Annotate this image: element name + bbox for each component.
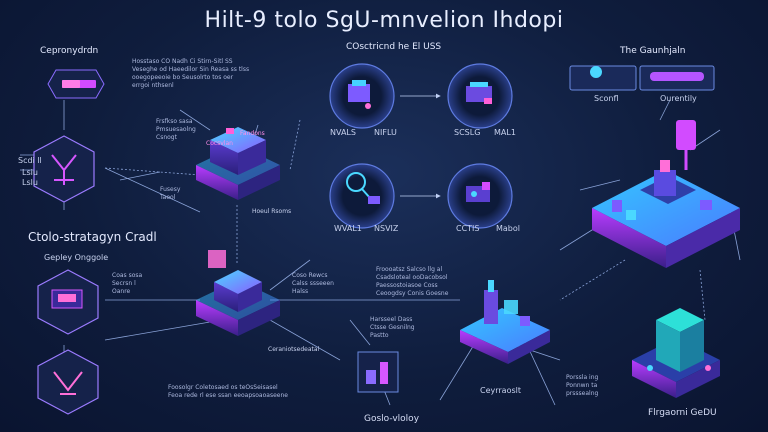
right-top-right-label: Ourentily <box>660 94 697 103</box>
center-bottom-mini-node <box>357 351 399 393</box>
ring1-right-label: NIFLU <box>374 128 397 137</box>
arrows <box>400 93 441 199</box>
ring1-left-label: NVALS <box>330 128 356 137</box>
section-left-mid: Ctolo-stratagyn Cradl <box>28 230 157 244</box>
left-mid-cube <box>196 250 280 336</box>
left-top-hex-node <box>33 135 95 203</box>
center-bottom-platform <box>460 280 550 364</box>
left-mid-cube-note: Coso Rewcs Calss ssseeen Halss <box>292 272 334 295</box>
ring2-right-label: MAL1 <box>494 128 516 137</box>
left-top-bar-node <box>47 69 105 99</box>
left-top-note: Hosstaso CO Nadh Ci Stirn-Sitl SS Vesegh… <box>132 58 250 89</box>
ring3-left-label: WVAL1 <box>334 224 362 233</box>
side-label-2: Lsiu <box>22 168 38 177</box>
right-isometric-platform <box>592 120 740 268</box>
center-ring-node-3 <box>329 163 395 229</box>
side-label-3: Lslu <box>22 178 38 187</box>
page-title: Hilt-9 tolo SgU-mnvelion Ihdopi <box>204 8 564 33</box>
left-top-cube <box>196 127 280 200</box>
center-bottom-note-2: Harsseel Dass Ctsse Gesnilng Pastto <box>370 316 415 339</box>
cube-note: Frsfkso sasa Pmsuesaolng Csnogt <box>156 118 196 141</box>
cube-bottom-label: Fusesy Taeol <box>160 186 181 201</box>
ring2-left-label: SCSLG <box>454 128 481 137</box>
right-top-panel <box>569 65 715 91</box>
cube-tag: Cocsvlan <box>206 140 233 147</box>
left-mid-hex-node-2 <box>37 349 99 415</box>
center-ring-node-1 <box>329 63 395 129</box>
section-left-mid-sub: Gepley Onggole <box>44 253 109 262</box>
right-top-left-label: Sconfl <box>594 94 619 103</box>
cube-side-label: Hoeul Rsoms <box>252 208 292 215</box>
center-ring-node-2 <box>447 63 513 129</box>
left-mid-cube-bottom: Ceraniotsedeatal <box>268 346 320 353</box>
center-bottom-label: Ceyrraoslt <box>480 386 522 395</box>
right-bottom-server <box>632 308 720 398</box>
center-bottom-right-note: Porssla ing Ponnwn ta prsssealng <box>566 374 599 397</box>
ring4-right-label: Mabol <box>496 224 520 233</box>
section-center-top: COsctricnd he El USS <box>346 42 442 52</box>
side-label-1: Scdi ll <box>18 156 42 165</box>
right-bottom-label: Flrgaorni GeDU <box>648 408 717 418</box>
left-mid-hex-note: Coas sosa Secrsn l Oanre <box>112 272 143 295</box>
section-right-top: The Gaunhjaln <box>620 46 686 56</box>
section-left-top: Cepronydrdn <box>40 46 99 56</box>
left-mid-hex-node-1 <box>37 269 99 335</box>
center-bottom-title: Goslo-vloloy <box>364 414 420 424</box>
ring4-left-label: CCTIS <box>456 224 480 233</box>
ring3-right-label: NSVIZ <box>374 224 399 233</box>
center-ring-node-4 <box>447 163 513 229</box>
center-bottom-note-1: Froooatsz Salcso llg al Csadsloteal ooDa… <box>376 266 449 297</box>
left-mid-bottom-note: Foosolgr Coletosaed os teOsSeisasel Feoa… <box>168 384 288 399</box>
cube-tag-2: Fandons <box>240 130 265 137</box>
